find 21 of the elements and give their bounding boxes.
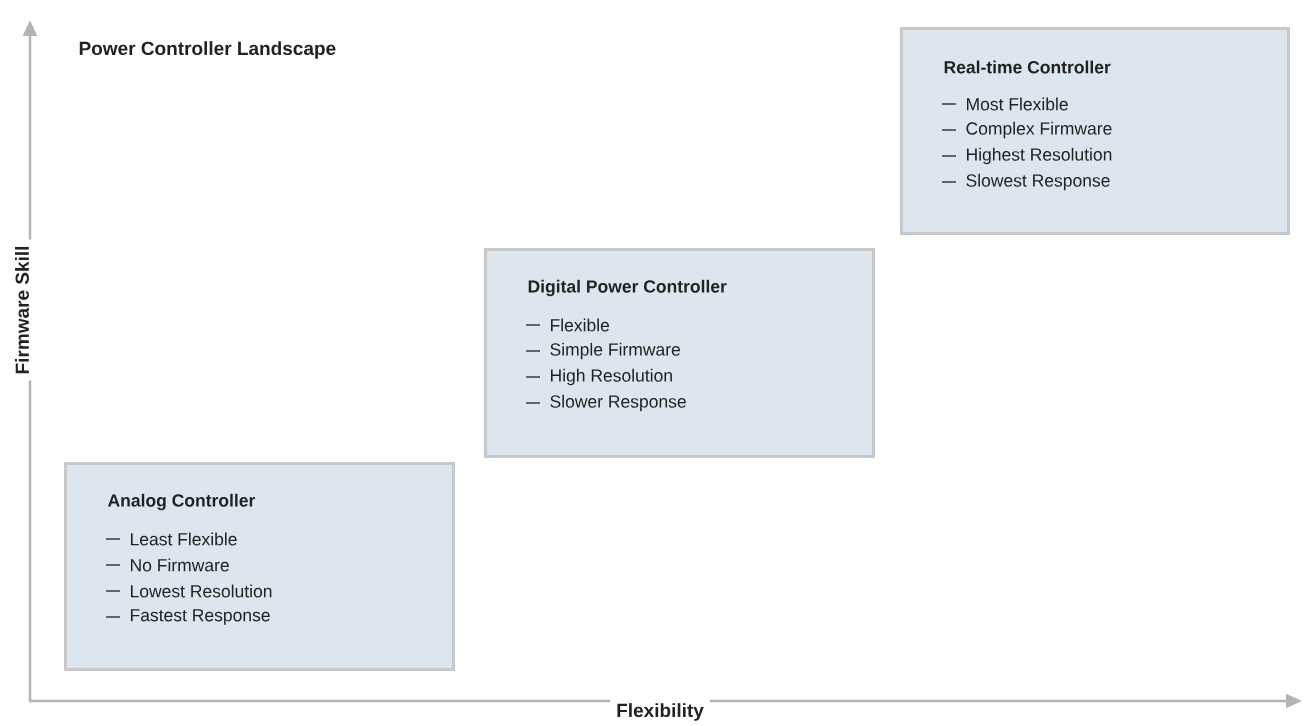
list-item: Slower Response — [550, 394, 686, 412]
chart-title: Power Controller Landscape — [79, 41, 336, 59]
axis-label: Flexibility — [610, 697, 710, 726]
list-item: Simple Firmware — [550, 342, 680, 360]
list-item: Fastest Response — [131, 609, 270, 625]
list-item: Lowest Resolution — [131, 584, 272, 598]
list-item: Flexible — [551, 318, 610, 332]
list-item: Highest Resolution — [967, 147, 1112, 165]
list-item: Complex Firmware — [966, 121, 1112, 139]
info-box — [900, 27, 1290, 235]
list-item: Least Flexible — [131, 532, 237, 546]
list-item: High Resolution — [551, 368, 672, 386]
info-box — [64, 462, 455, 671]
list-item: No Firmware — [131, 558, 229, 572]
axis-label: Firmware Skill — [9, 239, 35, 381]
list-item: Most Flexible — [967, 97, 1068, 111]
box-heading: Analog Controller — [107, 493, 256, 511]
box-heading: Digital Power Controller — [528, 279, 727, 297]
info-box — [484, 248, 875, 458]
box-heading: Real-time Controller — [944, 60, 1111, 74]
list-item: Slowest Response — [966, 173, 1110, 191]
